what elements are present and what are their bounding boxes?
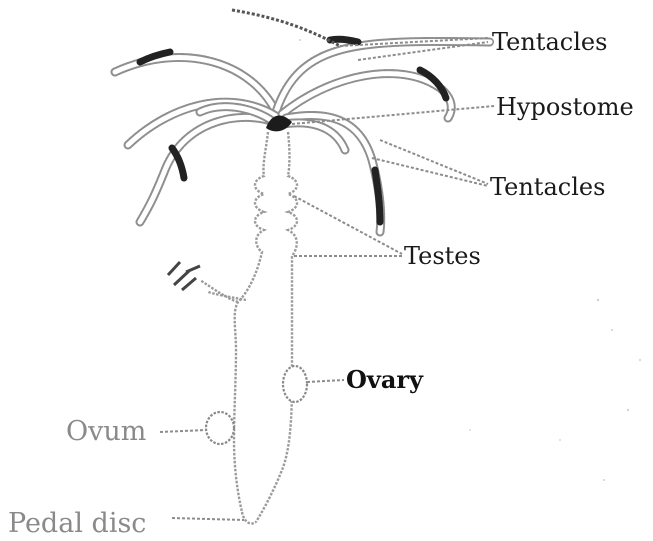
leader-pedal-disc [172, 518, 244, 520]
body-right-outline [256, 132, 297, 522]
label-tentacles-right: Tentacles [490, 173, 605, 201]
leader-tentacles-right-1 [380, 140, 488, 184]
ovum-shape [206, 412, 234, 444]
tentacle-top-wisp [232, 10, 340, 46]
label-tentacles-top: Tentacles [492, 28, 607, 56]
body-left-outline [234, 132, 268, 512]
label-pedal-disc: Pedal disc [8, 508, 146, 539]
label-hypostome: Hypostome [496, 93, 634, 121]
label-ovum: Ovum [66, 416, 146, 447]
label-ovary: Ovary [346, 365, 424, 394]
leader-ovary [307, 380, 344, 382]
leader-tentacles-right-2 [372, 158, 488, 186]
leader-ovum [160, 430, 206, 432]
ovary-shape [283, 366, 307, 402]
labels: Tentacles Hypostome Tentacles Testes Ova… [8, 28, 634, 539]
label-testes: Testes [404, 242, 481, 270]
bud-branch [200, 280, 246, 302]
tentacle-left-curl [140, 117, 274, 222]
bud-tip [168, 262, 200, 290]
hydra-body [168, 132, 307, 524]
pedal-disc-shape [242, 512, 256, 524]
tentacles-group [115, 10, 490, 232]
leader-testes-1 [294, 196, 402, 254]
